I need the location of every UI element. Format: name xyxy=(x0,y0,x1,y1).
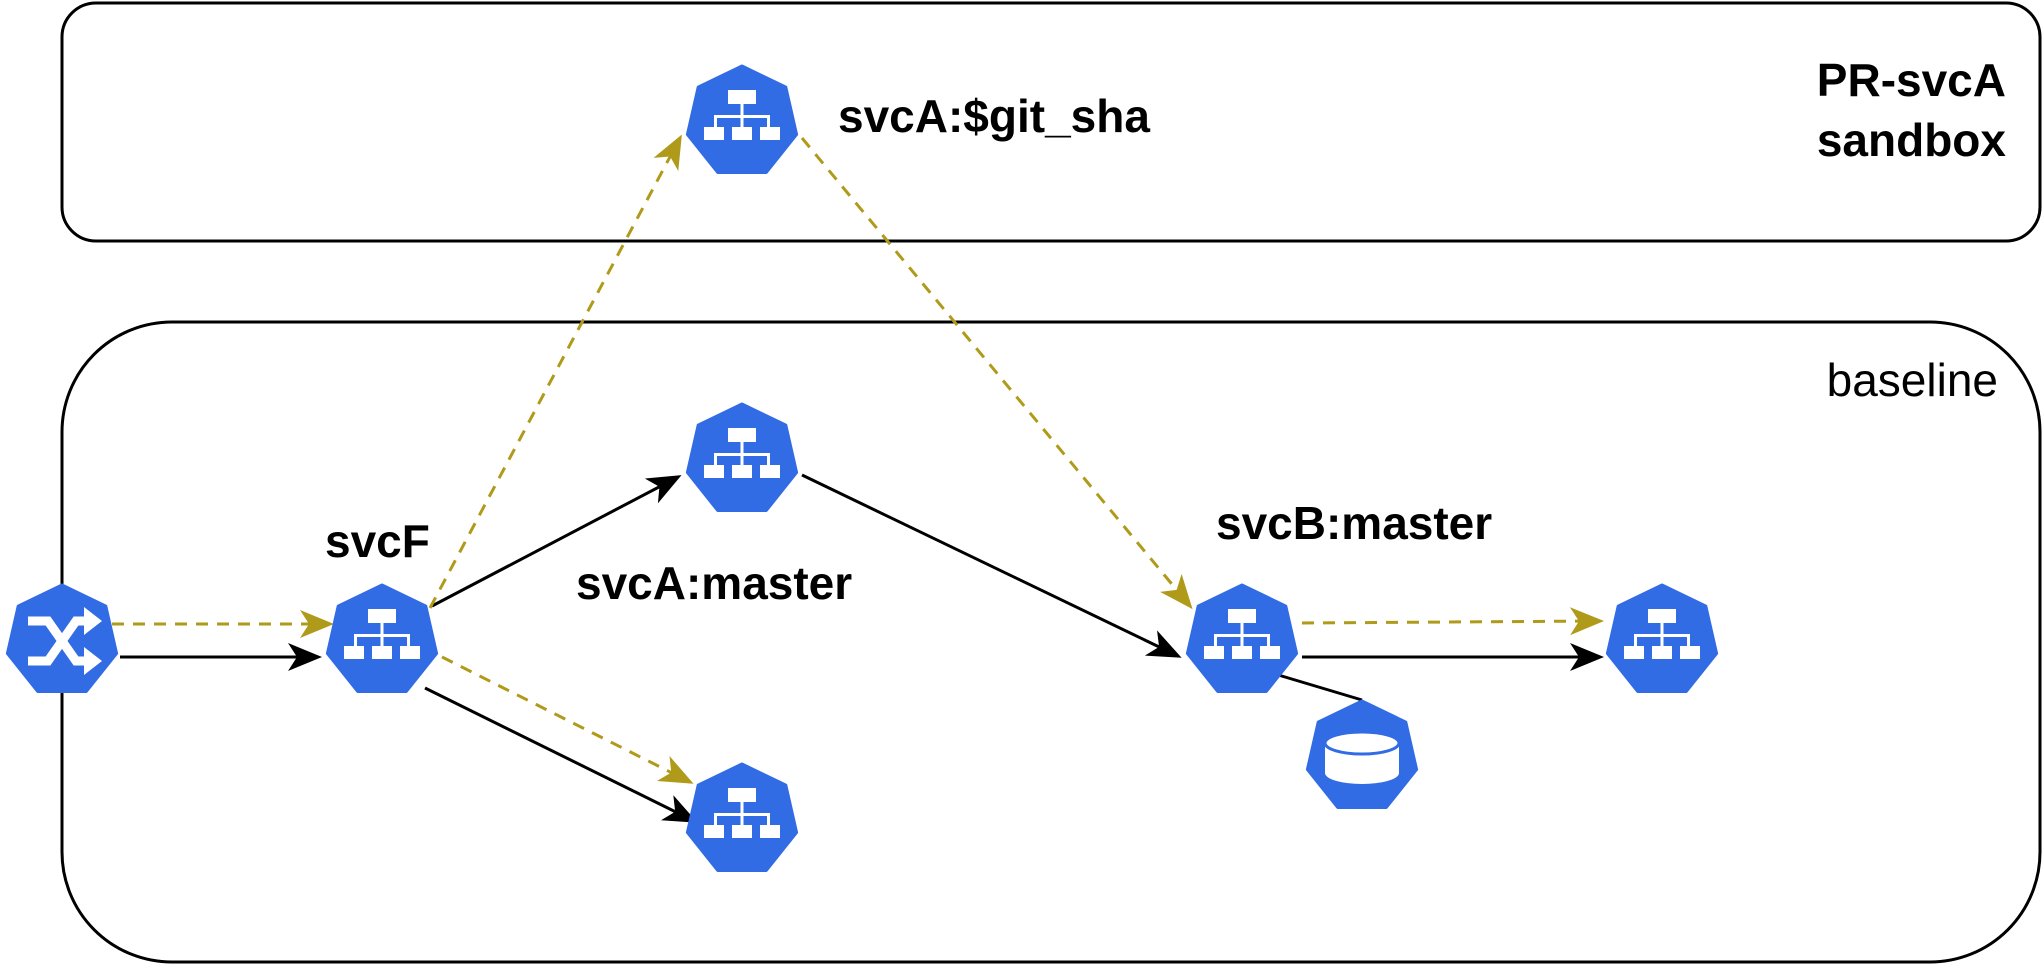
svcB-downstream-service-icon xyxy=(1605,583,1719,693)
svcA-sha-service-icon xyxy=(685,64,799,174)
label-svcA-master: svcA:master xyxy=(576,557,852,609)
edge-svcF-to-svcA-master xyxy=(431,475,682,608)
baseline-title: baseline xyxy=(1827,354,1998,406)
svcA-master-service-icon xyxy=(685,402,799,512)
edge-dashed-svcA-sha-to-svcB-master xyxy=(800,137,1193,610)
ingress-icon xyxy=(7,585,116,692)
database-icon xyxy=(1305,699,1419,809)
label-svcB-master: svcB:master xyxy=(1216,497,1492,549)
edge-dashed-svcF-to-svcA-sha xyxy=(428,134,682,609)
sandbox-title-line2: sandbox xyxy=(1817,114,2007,166)
edge-svcF-to-downstream xyxy=(424,686,698,823)
label-svcF: svcF xyxy=(325,515,430,567)
edge-dashed-svcF-to-downstream xyxy=(441,655,694,784)
edge-svcB-master-to-database xyxy=(1274,672,1363,702)
sandbox-container xyxy=(60,1,2042,243)
edge-svcA-master-to-svcB-master xyxy=(801,473,1182,658)
label-svcA-sha: svcA:$git_sha xyxy=(838,90,1150,142)
sandbox-title-line1: PR-svcA xyxy=(1817,54,2006,106)
svcF-service-icon xyxy=(325,583,439,693)
svcB-master-service-icon xyxy=(1185,583,1299,693)
edge-dashed-svcB-master-to-downstream xyxy=(1301,607,1604,636)
svcF-downstream-service-icon xyxy=(685,762,799,872)
